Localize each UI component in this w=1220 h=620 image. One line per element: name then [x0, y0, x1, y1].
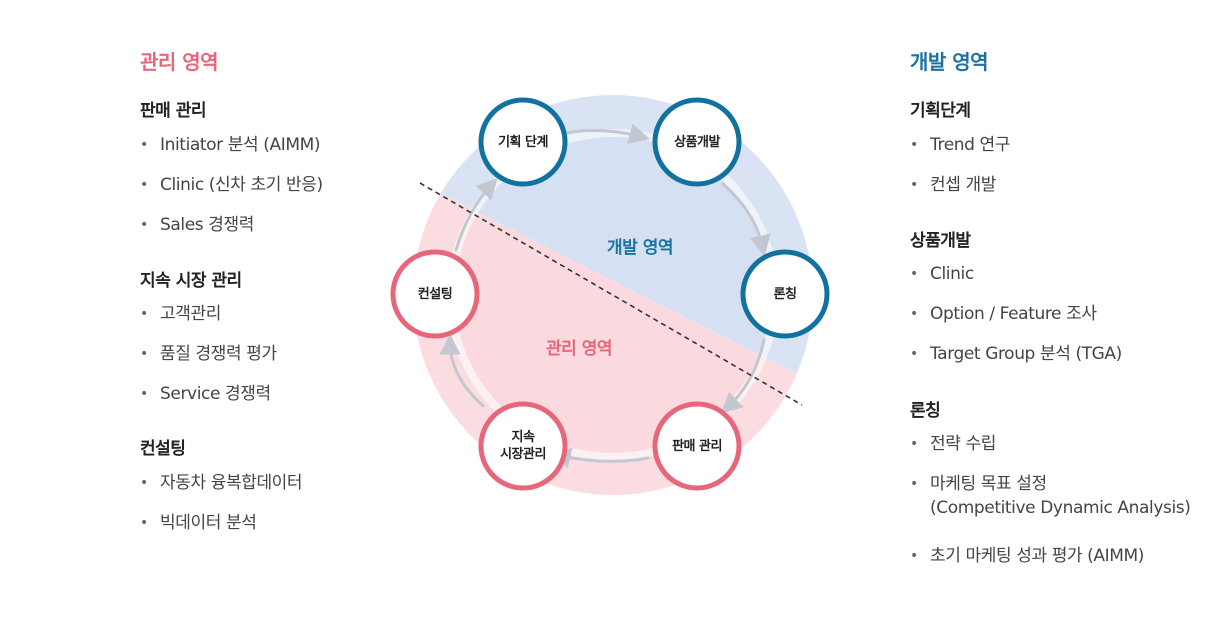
bullet-icon: • [910, 266, 918, 282]
development-area-title: 개발 영역 [910, 50, 989, 74]
group-title-market-management: 지속 시장 관리 [140, 271, 242, 291]
group-title-planning: 기획단계 [910, 101, 971, 121]
management-area-title: 관리 영역 [140, 50, 219, 74]
bullet-icon: • [140, 475, 148, 491]
bullet-icon: • [910, 137, 918, 153]
node-label-launch: 론칭 [773, 287, 797, 302]
bullet-icon: • [140, 177, 148, 193]
node-consulting-circle [390, 249, 480, 339]
bullet-icon: • [140, 515, 148, 531]
flow-arrows [439, 123, 771, 469]
node-label-market-line2: 시장관리 [500, 447, 546, 462]
bullet-icon: • [910, 476, 918, 492]
bullet-icon: • [140, 137, 148, 153]
group-title-sales-management: 판매 관리 [140, 101, 206, 121]
node-label-product-dev: 상품개발 [674, 135, 720, 150]
bullet-icon: • [140, 306, 148, 322]
dashed-divider [419, 182, 803, 406]
bullet-icon: • [910, 436, 918, 452]
flow-arrow-sales-to-market [549, 447, 650, 469]
flow-arrow-product-to-launch [721, 182, 771, 257]
management-area-label: 관리 영역 [546, 339, 612, 359]
bullet-icon: • [910, 177, 918, 193]
bullet-icon: • [910, 548, 918, 564]
development-area-label: 개발 영역 [607, 238, 673, 258]
node-market-circle [478, 401, 568, 491]
group-title-consulting: 컨설팅 [140, 439, 186, 459]
list-item-continuation: (Competitive Dynamic Analysis) [930, 498, 1191, 518]
group-title-launch: 론칭 [910, 401, 941, 421]
node-product-dev-circle [652, 97, 742, 187]
node-label-market-management: 지속 시장관리 [483, 429, 563, 463]
group-title-product-development: 상품개발 [910, 231, 971, 251]
node-planning-circle [478, 97, 568, 187]
flow-arrow-consulting-to-planning [454, 177, 498, 252]
node-label-market-line1: 지속 [511, 430, 535, 445]
node-launch-circle [740, 249, 830, 339]
node-sales-circle [652, 401, 742, 491]
node-label-consulting: 컨설팅 [417, 287, 453, 302]
flow-arrow-market-to-consulting [439, 333, 485, 408]
bullet-icon: • [910, 306, 918, 322]
node-label-sales-management: 판매 관리 [672, 439, 722, 454]
bullet-icon: • [910, 346, 918, 362]
flow-arrow-launch-to-sales [720, 338, 766, 414]
node-label-planning: 기획 단계 [498, 135, 548, 150]
bullet-icon: • [140, 346, 148, 362]
bullet-icon: • [140, 217, 148, 233]
bullet-icon: • [140, 386, 148, 402]
cycle-diagram-graphic [390, 95, 830, 495]
cycle-diagram: 기획 단계 상품개발 론칭 판매 관리 지속 시장관리 컨설팅 개발 영역 관리… [380, 80, 840, 510]
